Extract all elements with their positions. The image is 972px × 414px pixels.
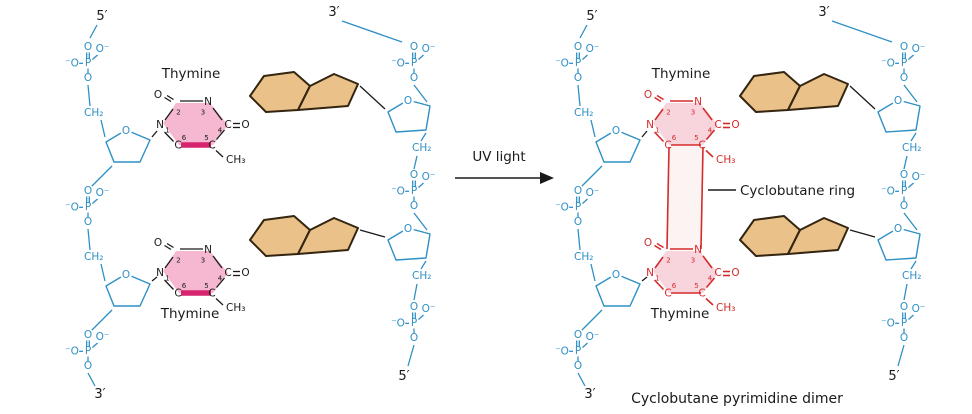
dimer-caption: Cyclobutane pyrimidine dimer [631,391,843,407]
cyclobutane-fill [667,146,703,250]
thymine-ring-bottom [643,236,741,315]
thymine-ring-top [154,89,250,166]
right-panel: Cyclobutane ring Cyclobutane pyrimidine … [555,5,925,407]
cyclobutane-ring-label: Cyclobutane ring [740,183,855,199]
thymine-ring-bottom [154,237,250,314]
backbone-strand-left [65,9,150,402]
backbone-strand-left [555,9,640,402]
uv-light-label: UV light [472,149,525,165]
backbone-strand-right [328,5,435,384]
c6-c6-dimer-bond [666,146,670,250]
purine-bases [740,72,875,256]
arrow-head [540,172,554,184]
purine-bases [250,72,385,256]
c5-c5-dimer-bond [700,146,704,250]
left-panel [65,5,435,402]
cyclobutane-callout: Cyclobutane ring [708,183,855,199]
cyclobutane-ring [666,146,704,250]
uv-arrow: UV light [455,149,554,184]
